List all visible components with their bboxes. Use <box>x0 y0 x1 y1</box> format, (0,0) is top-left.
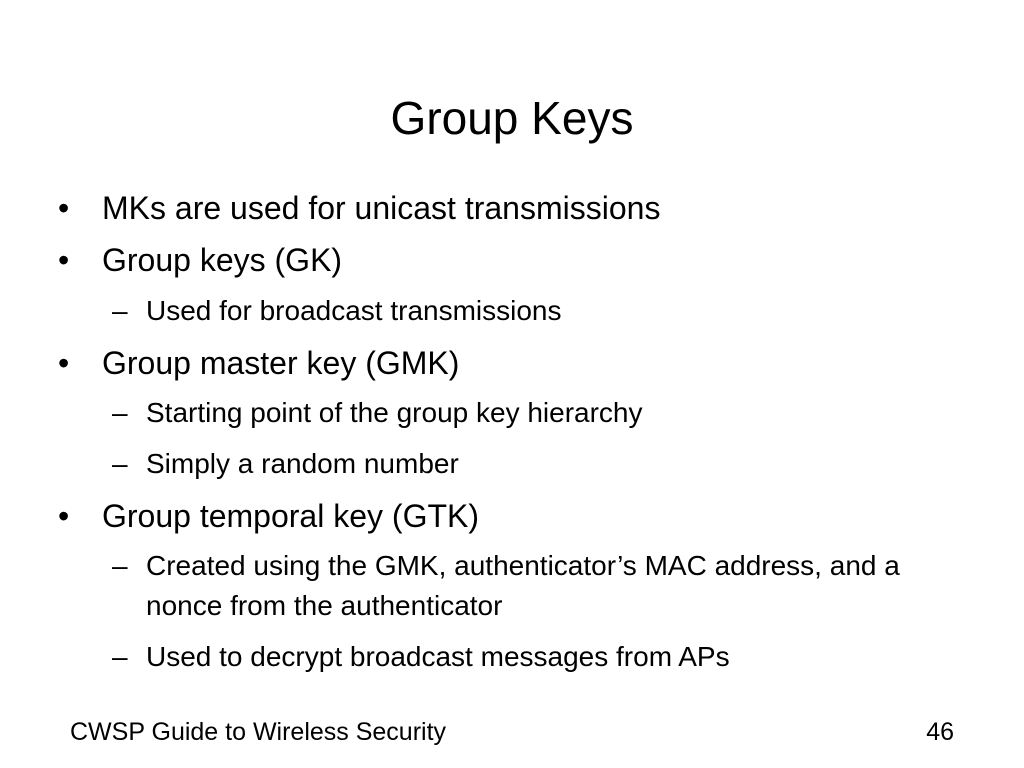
sub-bullet-item: – Simply a random number <box>112 444 976 484</box>
bullet-item: • Group temporal key (GTK) <box>56 496 479 536</box>
sub-bullet-item: – Created using the GMK, authenticator’s… <box>112 546 976 626</box>
bullet-text: MKs are used for unicast transmissions <box>102 190 661 226</box>
bullet-item: • Group keys (GK) <box>56 240 342 280</box>
sub-bullet-marker: – <box>112 397 128 428</box>
bullet-marker: • <box>58 190 70 226</box>
bullet-marker: • <box>58 345 70 381</box>
sub-bullet-text: Simply a random number <box>146 448 459 479</box>
footer-source: CWSP Guide to Wireless Security <box>70 718 447 746</box>
sub-bullet-marker: – <box>112 550 128 581</box>
bullet-text: Group master key (GMK) <box>102 345 460 381</box>
bullet-item: • MKs are used for unicast transmissions <box>56 188 660 228</box>
slide-title: Group Keys <box>390 92 634 144</box>
sub-bullet-item: – Starting point of the group key hierar… <box>112 393 976 433</box>
bullet-item: • Group master key (GMK) <box>56 343 459 383</box>
bullet-text: Group keys (GK) <box>102 242 343 278</box>
sub-bullet-text: Used to decrypt broadcast messages from … <box>146 641 730 672</box>
sub-bullet-marker: – <box>112 295 128 326</box>
sub-bullet-item: – Used for broadcast transmissions <box>112 291 976 331</box>
sub-bullet-marker: – <box>112 448 128 479</box>
footer-page-number: 46 <box>926 718 954 746</box>
sub-bullet-text: Starting point of the group key hierarch… <box>146 397 643 428</box>
sub-bullet-item: – Used to decrypt broadcast messages fro… <box>112 637 976 677</box>
sub-bullet-text: Used for broadcast transmissions <box>146 295 562 326</box>
bullet-marker: • <box>58 498 70 534</box>
bullet-text: Group temporal key (GTK) <box>102 498 479 534</box>
sub-bullet-text: Created using the GMK, authenticator’s M… <box>146 550 900 621</box>
bullet-marker: • <box>58 242 70 278</box>
sub-bullet-marker: – <box>112 641 128 672</box>
